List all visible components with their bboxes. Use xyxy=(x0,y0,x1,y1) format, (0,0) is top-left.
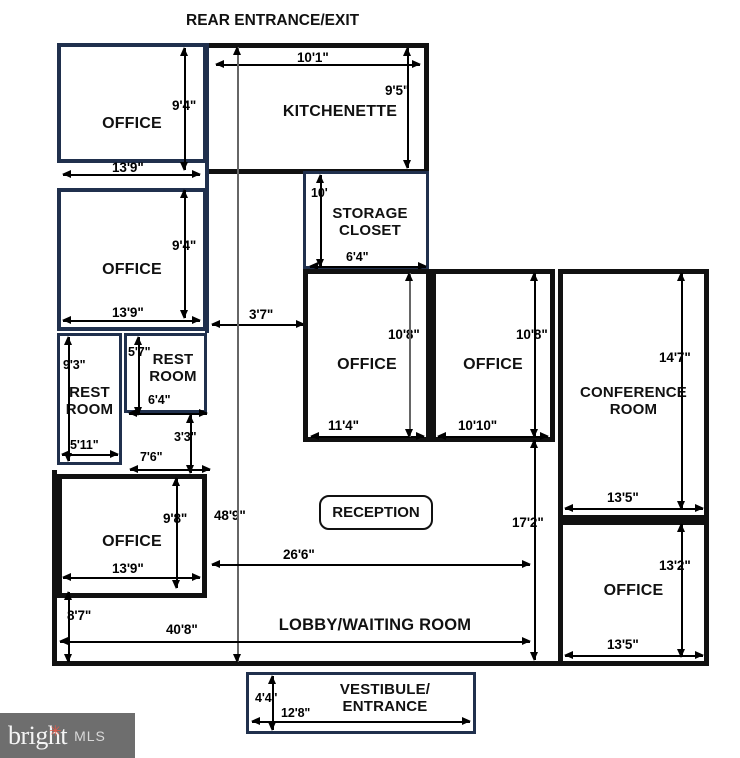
arrow-hall-total-height xyxy=(233,46,242,663)
room-conference xyxy=(558,269,709,520)
dim-storage-width: 6'4" xyxy=(346,250,369,264)
dim-office-ll-height: 9'8" xyxy=(163,511,187,526)
dim-office-br-width: 13'5" xyxy=(607,637,639,652)
rear-entrance-label: REAR ENTRANCE/EXIT xyxy=(186,12,360,29)
watermark-bright-mls: bright ✳ MLS xyxy=(0,713,135,758)
dim-kitchenette-width: 10'1" xyxy=(297,50,329,65)
arrow-restroom-right-width xyxy=(128,409,208,418)
arrow-office-br-height xyxy=(677,523,686,658)
dim-right-wing-height: 17'2" xyxy=(512,515,544,530)
arrow-conference-width xyxy=(564,504,704,513)
dim-office-m1-height: 10'8" xyxy=(388,327,420,342)
arrow-office-tl2-width xyxy=(62,316,201,325)
arrow-office-tl2-height xyxy=(180,189,189,319)
watermark-suffix: MLS xyxy=(74,727,106,744)
arrow-reception-run xyxy=(211,560,531,569)
dim-corridor-width: 7'6" xyxy=(140,450,163,464)
dim-lobby-height: 8'7" xyxy=(67,608,92,623)
room-office-top-left-2 xyxy=(57,188,207,331)
arrow-corridor-height xyxy=(186,414,195,474)
arrow-lobby-width xyxy=(59,637,531,646)
dim-office-m2-height: 10'8" xyxy=(516,327,548,342)
room-office-bottom-right xyxy=(558,520,709,666)
room-vestibule xyxy=(246,672,476,734)
room-restroom-left xyxy=(57,333,122,465)
dim-vestibule-height: 4'4" xyxy=(255,691,278,705)
dim-kitchenette-height: 9'5" xyxy=(385,83,410,98)
arrow-office-tl1-height xyxy=(180,47,189,171)
hall-left-wall xyxy=(205,43,209,333)
arrow-vestibule-width xyxy=(251,717,471,726)
dim-storage-height: 10' xyxy=(311,186,328,200)
reception-label-box: RECEPTION xyxy=(319,495,433,530)
arrow-office-m2-height xyxy=(530,272,539,438)
arrow-right-wing-height xyxy=(530,439,539,661)
dim-vestibule-width: 12'8" xyxy=(281,706,311,720)
dim-office-tl2-width: 13'9" xyxy=(112,305,144,320)
dim-office-m2-width: 10'10" xyxy=(458,418,498,433)
arrow-office-ll-height xyxy=(172,477,181,589)
reception-label-text: RECEPTION xyxy=(332,504,420,521)
arrow-kitchenette-height xyxy=(403,47,412,169)
arrow-restroom-right-height xyxy=(134,336,143,416)
arrow-hall-width xyxy=(211,320,305,329)
arrow-restroom-left-height xyxy=(64,336,73,462)
arrow-office-br-width xyxy=(564,651,704,660)
watermark-brand: bright ✳ xyxy=(8,720,68,751)
arrow-lobby-height xyxy=(64,591,73,663)
arrow-conference-height xyxy=(677,272,686,510)
arrow-office-m2-width xyxy=(437,432,549,441)
dim-lobby-width: 40'8" xyxy=(166,622,198,637)
arrow-office-tl1-width xyxy=(62,170,201,179)
arrow-kitchenette-width xyxy=(215,60,421,69)
arrow-office-ll-width xyxy=(62,573,201,582)
dim-office-m1-width: 11'4" xyxy=(328,418,359,433)
room-storage-closet xyxy=(303,171,429,269)
dim-reception-run: 26'6" xyxy=(283,547,315,562)
arrow-vestibule-height xyxy=(268,675,277,731)
dim-office-tl1-width: 13'9" xyxy=(112,160,144,175)
dim-restroom-right-width: 6'4" xyxy=(148,393,171,407)
dim-restroom-left-width: 5'11" xyxy=(70,438,99,452)
arrow-storage-height xyxy=(316,174,325,268)
dim-office-ll-width: 13'9" xyxy=(112,561,144,576)
arrow-storage-width xyxy=(309,262,427,271)
dim-conference-height: 14'7" xyxy=(659,350,691,365)
arrow-office-m1-width xyxy=(310,432,425,441)
room-office-top-left-1 xyxy=(57,43,207,163)
watermark-brand-text: bright xyxy=(8,720,68,750)
room-restroom-right xyxy=(124,333,207,413)
dim-hall-width: 3'7" xyxy=(249,307,274,322)
watermark-star-icon: ✳ xyxy=(49,723,62,740)
arrow-office-m1-height xyxy=(405,272,414,438)
dim-office-br-height: 13'2" xyxy=(659,558,691,573)
arrow-corridor-width xyxy=(129,465,211,474)
dim-conference-width: 13'5" xyxy=(607,490,639,505)
